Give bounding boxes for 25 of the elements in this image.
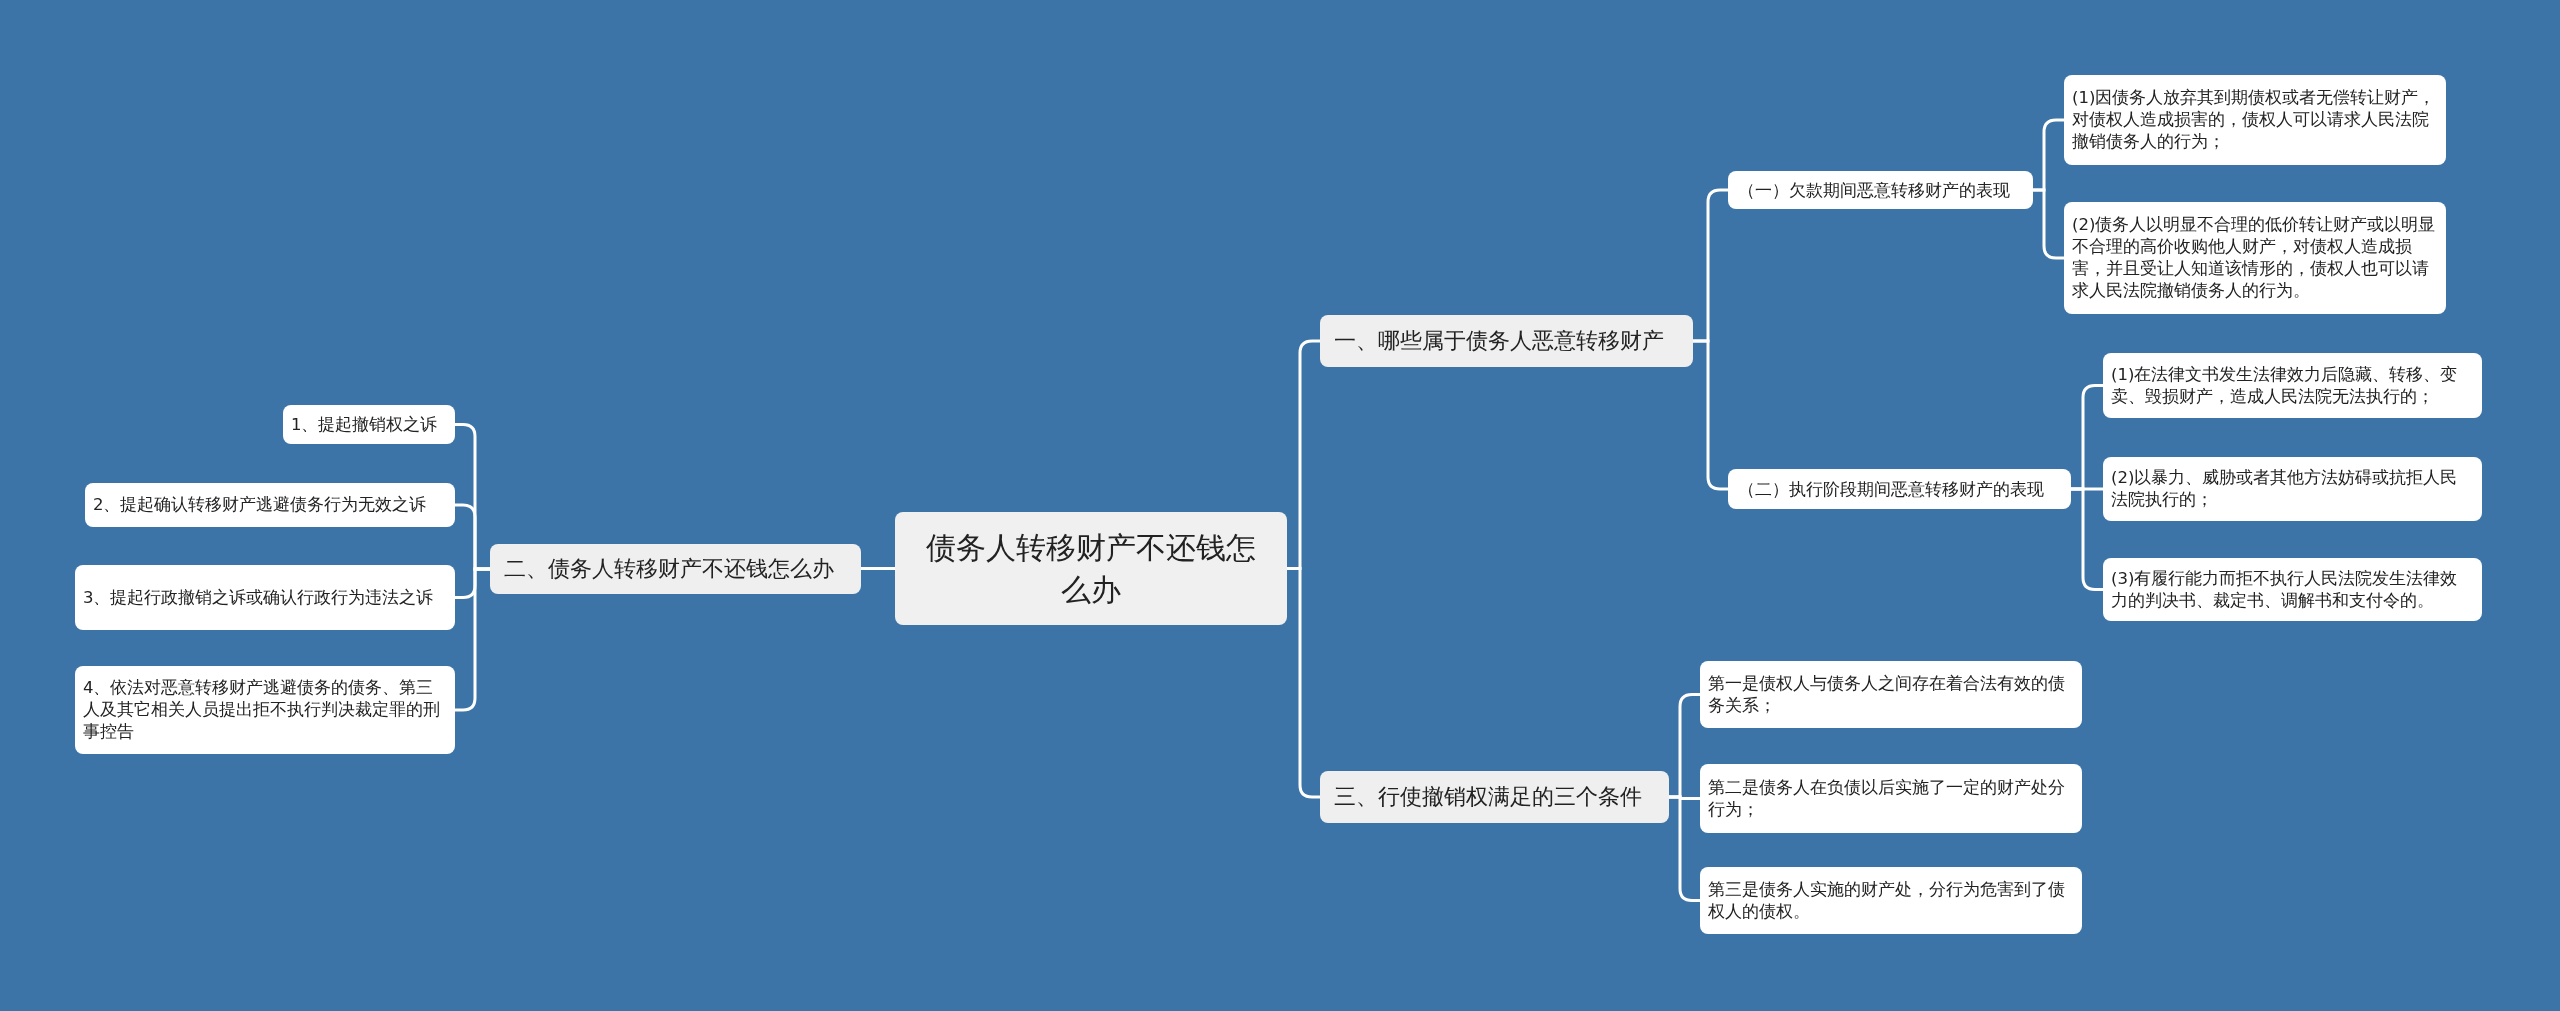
- detail-card: (1)因债务人放弃其到期债权或者无偿转让财产，对债权人造成损害的，债权人可以请求人民法院撤销债务人的行为；: [2064, 75, 2446, 165]
- connector-line: [2033, 188, 2064, 260]
- detail-card: (1)在法律文书发生法律效力后隐藏、转移、变卖、毁损财产，造成人民法院无法执行的；: [2103, 353, 2482, 418]
- connector-line: [1669, 795, 1700, 902]
- connector-line: [1693, 339, 1728, 491]
- detail-card: (2)债务人以明显不合理的低价转让财产或以明显不合理的高价收购他人财产，对债权人造成损害，并且受让人知道该情形的，债权人也可以请求人民法院撤销债务人的行为。: [2064, 202, 2446, 314]
- branch-topic: 三、行使撤销权满足的三个条件: [1320, 771, 1669, 823]
- detail-card: 第三是债务人实施的财产处，分行为危害到了债权人的债权。: [1700, 867, 2082, 934]
- detail-card: 第二是债务人在负债以后实施了一定的财产处分行为；: [1700, 764, 2082, 833]
- detail-card: 第一是债权人与债务人之间存在着合法有效的债务关系；: [1700, 661, 2082, 728]
- branch-topic: 二、债务人转移财产不还钱怎么办: [490, 544, 861, 594]
- detail-card: (3)有履行能力而拒不执行人民法院发生法律效力的判决书、裁定书、调解书和支付令的。: [2103, 558, 2482, 621]
- subtopic: （二）执行阶段期间恶意转移财产的表现: [1728, 469, 2071, 509]
- detail-card: 4、依法对恶意转移财产逃避债务的债务、第三人及其它相关人员提出拒不执行判决裁定罪的刑事控告: [75, 666, 455, 754]
- connector-line: [2071, 487, 2103, 591]
- detail-card: 3、提起行政撤销之诉或确认行政行为违法之诉: [75, 565, 455, 630]
- branch-topic: 一、哪些属于债务人恶意转移财产: [1320, 315, 1693, 367]
- connector-line: [1287, 567, 1320, 799]
- connector-line: [455, 567, 490, 712]
- subtopic: （一）欠款期间恶意转移财产的表现: [1728, 171, 2033, 209]
- detail-card: (2)以暴力、威胁或者其他方法妨碍或抗拒人民法院执行的；: [2103, 457, 2482, 521]
- detail-card: 2、提起确认转移财产逃避债务行为无效之诉: [85, 483, 455, 527]
- connector-line: [861, 567, 895, 570]
- central-topic: 债务人转移财产不还钱怎么办: [895, 512, 1287, 625]
- detail-card: 1、提起撤销权之诉: [283, 405, 455, 444]
